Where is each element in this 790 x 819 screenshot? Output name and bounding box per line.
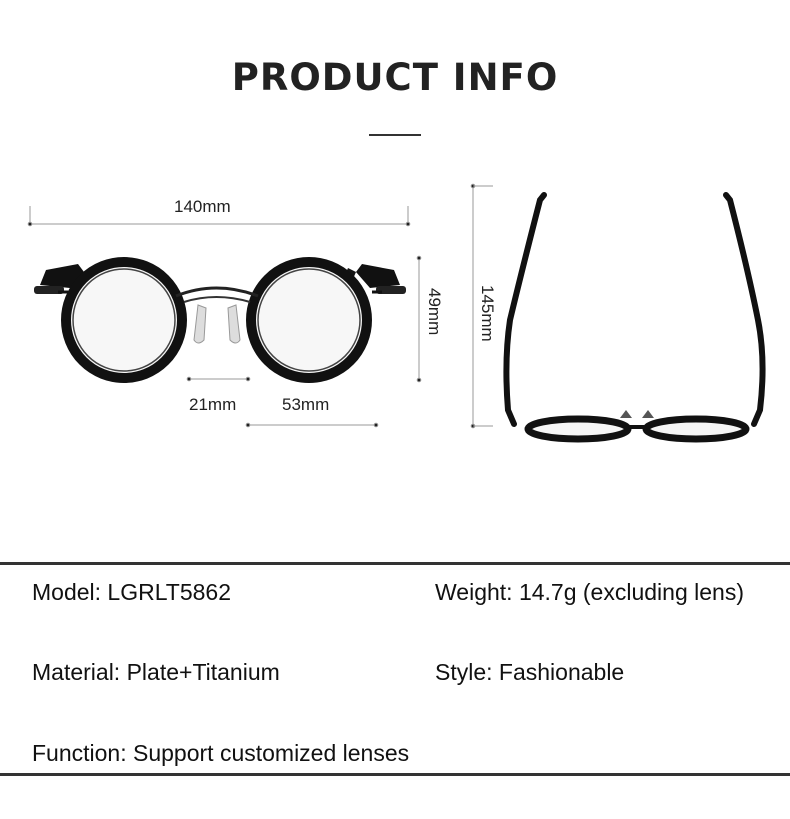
spec-bottom-divider (0, 773, 790, 776)
glasses-top-view (503, 192, 766, 443)
spec-weight: Weight: 14.7g (excluding lens) (435, 579, 744, 605)
bridge-width-label: 21mm (189, 395, 237, 414)
total-width-label: 140mm (174, 197, 231, 216)
dimension-lines-top (470, 183, 493, 429)
spec-material: Material: Plate+Titanium (32, 659, 280, 685)
spec-model: Model: LGRLT5862 (32, 579, 232, 605)
page-title: PRODUCT INFO (231, 56, 559, 99)
lens-width-label: 53mm (282, 395, 330, 414)
spec-function: Function: Support customized lenses (32, 740, 410, 766)
temple-length-label: 145mm (478, 285, 497, 342)
lens-height-label: 49mm (425, 288, 444, 336)
glasses-front-view (34, 257, 406, 383)
title-underline (369, 134, 421, 136)
spec-top-divider (0, 562, 790, 565)
spec-style: Style: Fashionable (435, 659, 625, 685)
dimension-lines-front (27, 206, 422, 428)
glasses-illustration (27, 183, 766, 443)
